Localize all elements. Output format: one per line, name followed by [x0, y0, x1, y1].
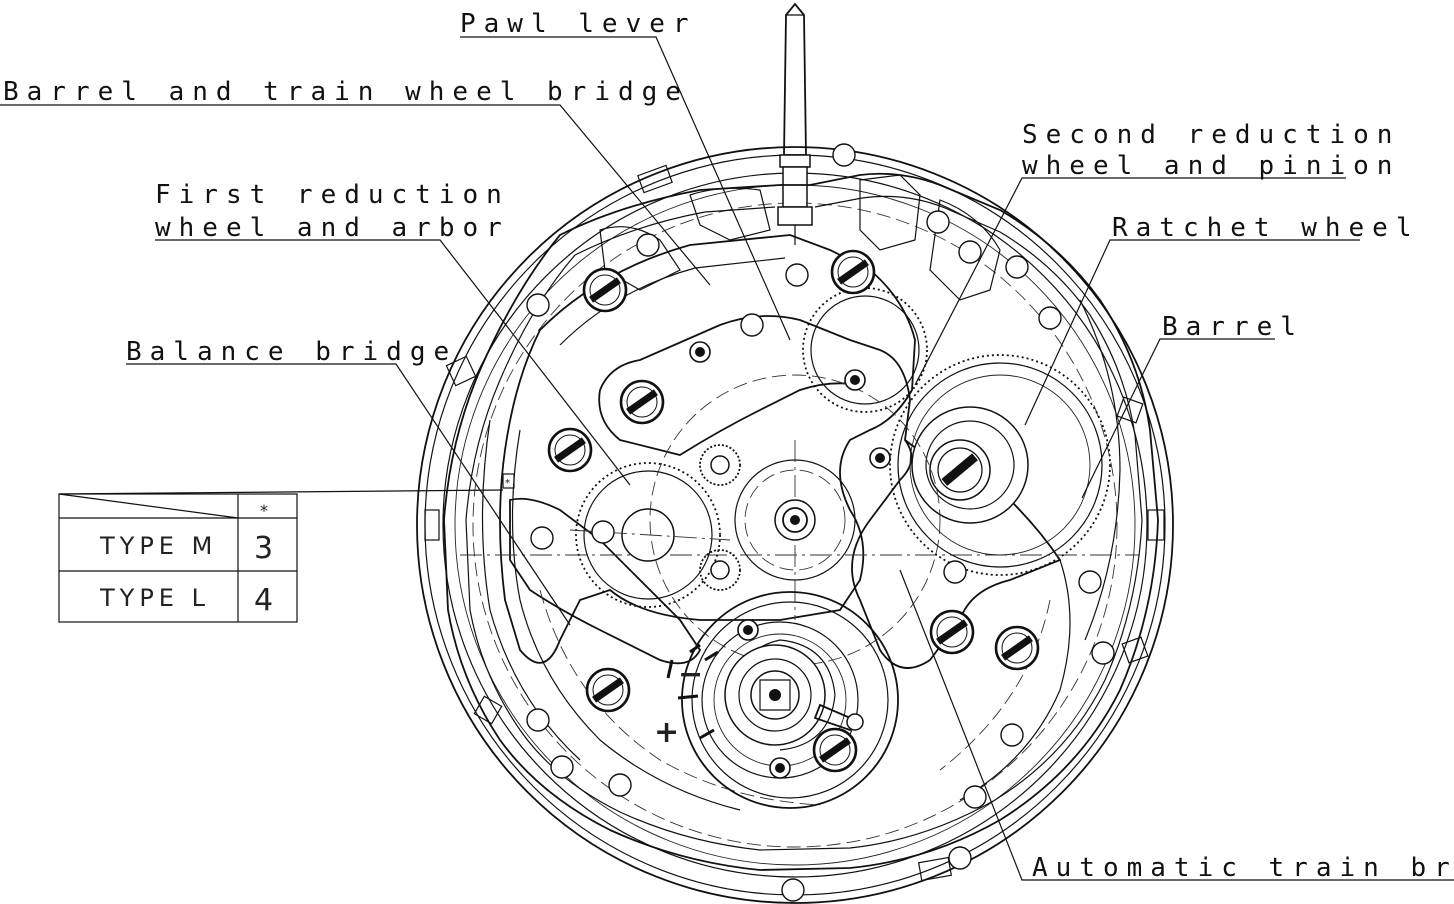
center-wheel [649, 374, 941, 666]
regulator-plus: + [654, 715, 679, 750]
barrel-wheel [889, 354, 1111, 576]
ratchet-wheel [911, 406, 1029, 524]
regulator-scale: − + [654, 643, 719, 750]
label-ratchet-wheel: Ratchet wheel [1112, 213, 1420, 243]
label-automatic-train-bridge: Automatic train bridge [1032, 853, 1454, 883]
winding-stem [777, 2, 813, 245]
callouts: Pawl lever Barrel and train wheel bridge… [3, 9, 1454, 883]
label-barrel-bridge: Barrel and train wheel bridge [3, 77, 689, 107]
table-header-symbol: * [260, 501, 268, 520]
first-reduction-wheel [569, 462, 731, 608]
table-row-label: TYPE L [99, 584, 210, 612]
label-second-reduction-2: wheel and pinion [1022, 151, 1400, 181]
regulator-minus: − [678, 657, 703, 692]
table-row-value: 4 [254, 583, 273, 618]
label-barrel: Barrel [1162, 312, 1304, 342]
table-row-label: TYPE M [99, 532, 217, 560]
label-first-reduction-1: First reduction [155, 180, 510, 210]
type-table: * TYPE M 3 TYPE L 4 [58, 493, 298, 623]
leader-lines [0, 36, 1454, 881]
table-row-value: 3 [254, 531, 273, 566]
label-balance-bridge: Balance bridge [126, 337, 457, 367]
svg-text:*: * [505, 478, 510, 489]
label-second-reduction-1: Second reduction [1022, 120, 1400, 150]
reduction-pinions [699, 444, 741, 591]
label-pawl-lever: Pawl lever [460, 9, 697, 39]
balance-cock [724, 644, 864, 746]
label-first-reduction-2: wheel and arbor [155, 213, 510, 243]
type-marker: * [502, 473, 515, 489]
